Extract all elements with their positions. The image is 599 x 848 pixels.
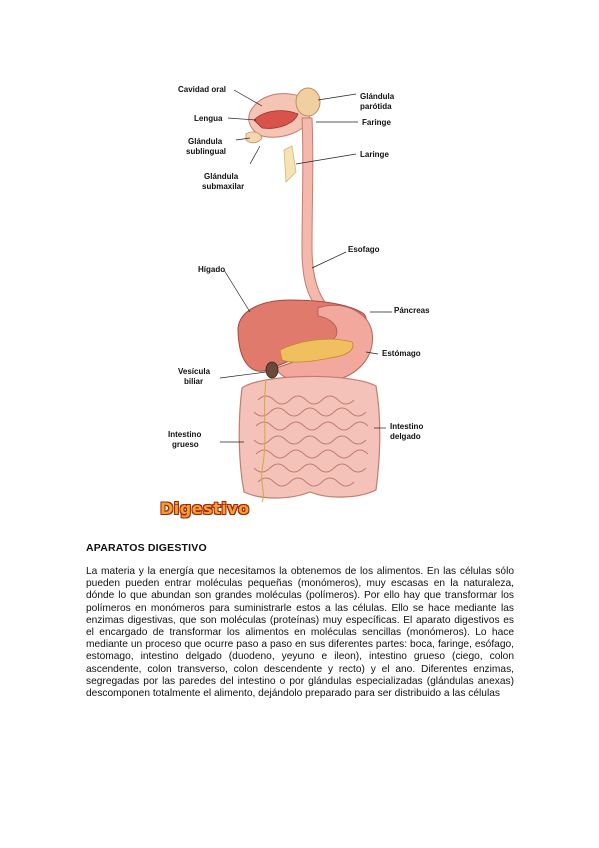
label-glandula-parotida-1: Glándula <box>360 92 395 101</box>
large-intestine-shape <box>238 375 381 499</box>
leader-lines <box>219 89 392 443</box>
label-glandula-submaxilar-1: Glándula <box>204 172 239 181</box>
label-intestino-delgado-1: Intestino <box>390 422 424 431</box>
label-faringe: Faringe <box>362 118 391 127</box>
label-intestino-grueso-1: Intestino <box>168 430 202 439</box>
label-glandula-submaxilar-2: submaxilar <box>202 182 245 191</box>
label-vesicula-biliar-1: Vesícula <box>178 367 211 376</box>
parotid-gland-shape <box>295 87 321 117</box>
label-intestino-grueso-2: grueso <box>172 440 199 449</box>
label-glandula-sublingual-2: sublingual <box>186 147 226 156</box>
digestivo-badge: Digestivo <box>160 499 250 518</box>
label-laringe: Laringe <box>360 150 389 159</box>
label-cavidad-oral: Cavidad oral <box>178 85 227 94</box>
sublingual-gland-shape <box>245 131 263 144</box>
gallbladder-shape <box>265 361 279 379</box>
tongue-shape <box>253 110 299 129</box>
pancreas-shape <box>279 338 354 363</box>
label-vesicula-biliar-2: biliar <box>184 377 204 386</box>
label-glandula-sublingual-1: Glándula <box>188 137 223 146</box>
small-intestine-coils <box>253 395 369 487</box>
document-title: APARATOS DIGESTIVO <box>86 542 207 554</box>
digestive-system-figure: Cavidad oral Lengua Glándula sublingual … <box>150 60 450 530</box>
label-pancreas: Páncreas <box>394 306 430 315</box>
label-glandula-parotida-2: parótida <box>360 102 392 111</box>
esophagus-shape <box>301 117 329 311</box>
digestive-system-illustration <box>219 87 392 503</box>
label-lengua: Lengua <box>194 114 223 123</box>
label-higado: Hígado <box>198 265 226 274</box>
vessel-line <box>261 379 267 503</box>
label-estomago: Estómago <box>382 349 421 358</box>
label-intestino-delgado-2: delgado <box>390 432 421 441</box>
larynx-shape <box>283 145 297 183</box>
label-esofago: Esofago <box>348 245 380 254</box>
document-body: La materia y la energía que necesitamos … <box>86 566 514 700</box>
